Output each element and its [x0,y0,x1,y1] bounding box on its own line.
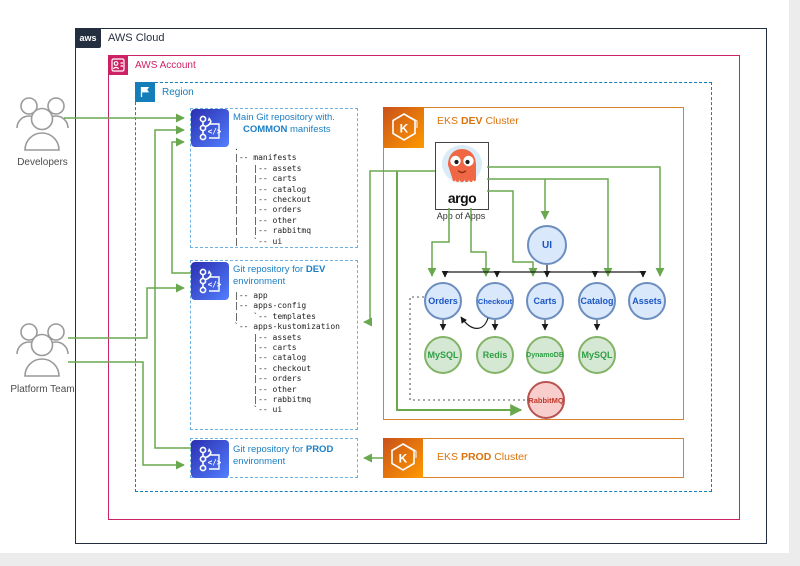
service-carts: Carts [526,282,564,320]
queue-rabbitmq: RabbitMQ [527,381,565,419]
developers-label: Developers [17,157,68,168]
argo-caption: App of Apps [436,211,486,221]
dev-repo-title: Git repository for DEV environment [233,264,326,287]
eks-prod-cluster-box [383,438,684,478]
eks-dev-header: EKS DEV Cluster [437,115,519,127]
region-label: Region [162,86,194,98]
aws-account-label: AWS Account [135,59,196,71]
svg-text:</>: </> [208,127,222,136]
aws-cloud-group [75,28,767,544]
database-mysql-catalog: MySQL [578,336,616,374]
aws-cloud-header: aws AWS Cloud [75,28,164,48]
aws-cloud-label: AWS Cloud [108,32,165,44]
eks-dev-cluster-box [383,107,684,420]
prod-repo-title: Git repository for PROD environment [233,444,334,467]
svg-text:</>: </> [208,280,222,289]
developers-icon [16,97,69,151]
aws-account-icon [108,55,128,75]
git-repository-icon: </> [191,262,229,300]
argo-octopus-icon [442,145,482,183]
database-redis: Redis [476,336,514,374]
argocd-node: argo [435,142,489,210]
window-gutter-bottom [0,553,800,566]
argo-logo-text: argo [447,190,477,206]
region-flag-icon [135,82,155,102]
prod-repo-box [190,438,358,478]
region-group [135,82,712,492]
service-catalog: Catalog [578,282,616,320]
main-repo-tree: . |-- manifests | |-- assets | |-- carts… [234,143,312,246]
git-repository-icon: </> [191,440,229,478]
service-checkout: Checkout [476,282,514,320]
window-gutter-right [789,0,800,566]
aws-logo-icon: aws [75,28,101,48]
git-repository-icon: </> [191,109,229,147]
aws-account-header: AWS Account [108,55,196,75]
main-repo-title: Main Git repository with. COMMON manifes… [233,112,335,135]
database-dynamodb: DynamoDB [526,336,564,374]
eks-prod-header: EKS PROD Cluster [437,451,528,463]
eks-icon: K [383,438,423,478]
svg-text:K: K [399,452,408,466]
region-header: Region [135,82,194,102]
service-ui: UI [527,225,567,265]
platform-team-icon [16,323,69,377]
eks-icon: K [383,107,424,148]
platform-team-label: Platform Team [10,384,75,395]
service-orders: Orders [424,282,462,320]
database-mysql-orders: MySQL [424,336,462,374]
service-assets: Assets [628,282,666,320]
svg-text:K: K [399,121,408,135]
svg-text:</>: </> [208,458,222,467]
dev-repo-tree: |-- app |-- apps-config | `-- templates … [234,291,340,415]
